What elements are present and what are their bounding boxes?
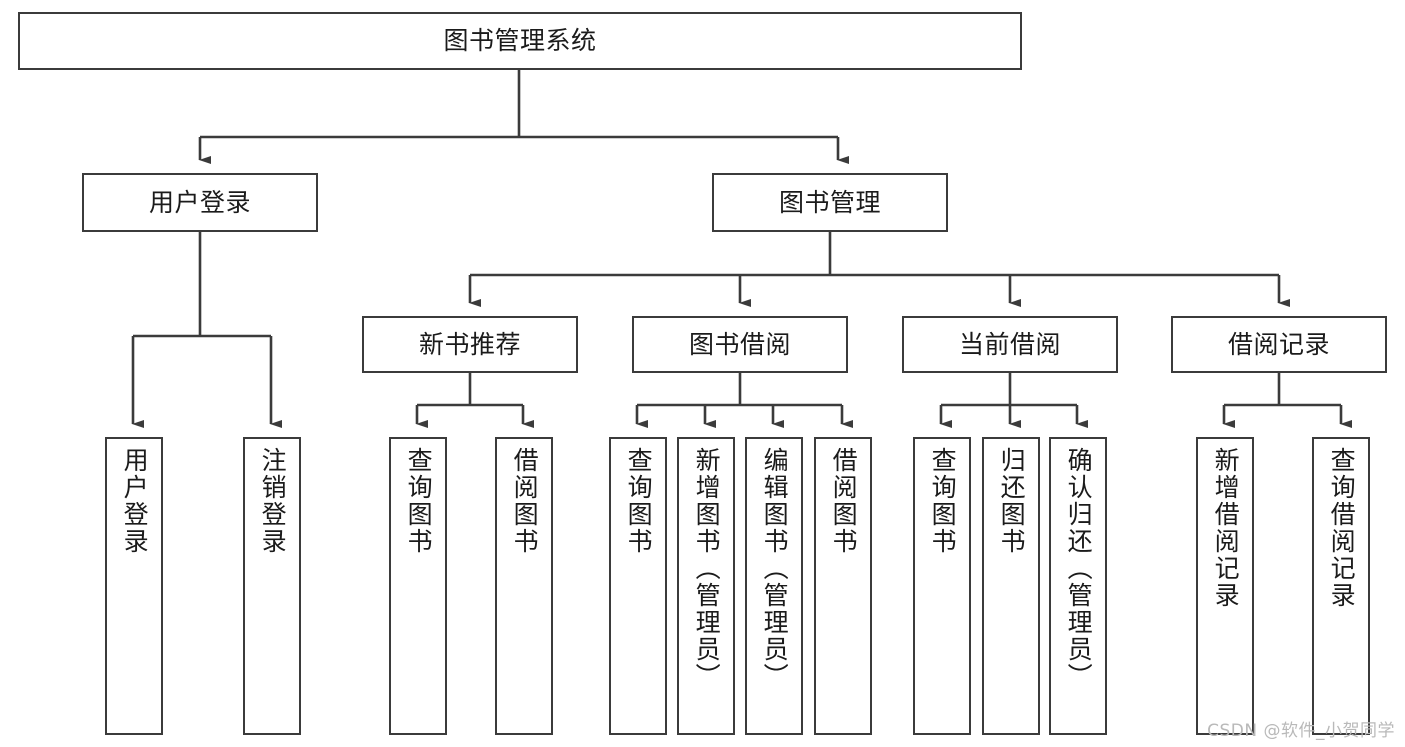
node-book-borrow[interactable]: 图书借阅	[632, 316, 848, 373]
leaf-current-confirm-return-label: 确认归还（管理员）	[1064, 447, 1094, 690]
node-new-book-recommend-label: 新书推荐	[418, 329, 521, 359]
leaf-borrow-edit-book[interactable]: 编辑图书（管理员）	[745, 437, 803, 735]
node-root[interactable]: 图书管理系统	[18, 12, 1022, 70]
leaf-user-login-login-label: 用户登录	[120, 447, 150, 555]
node-user-login-label: 用户登录	[148, 187, 251, 217]
node-current-borrow[interactable]: 当前借阅	[902, 316, 1118, 373]
node-borrow-record-label: 借阅记录	[1227, 329, 1330, 359]
node-book-borrow-label: 图书借阅	[688, 329, 791, 359]
node-borrow-record[interactable]: 借阅记录	[1171, 316, 1387, 373]
node-new-book-recommend[interactable]: 新书推荐	[362, 316, 578, 373]
leaf-record-query-label: 查询借阅记录	[1327, 447, 1357, 609]
node-book-management-label: 图书管理	[778, 187, 881, 217]
leaf-borrow-add-book[interactable]: 新增图书（管理员）	[677, 437, 735, 735]
leaf-record-query[interactable]: 查询借阅记录	[1312, 437, 1370, 735]
leaf-borrow-add-book-label: 新增图书（管理员）	[692, 447, 722, 690]
leaf-user-login-logout[interactable]: 注销登录	[243, 437, 301, 735]
leaf-new-book-query-label: 查询图书	[404, 447, 434, 555]
leaf-new-book-borrow[interactable]: 借阅图书	[495, 437, 553, 735]
leaf-new-book-borrow-label: 借阅图书	[510, 447, 540, 555]
leaf-current-return-book-label: 归还图书	[997, 447, 1027, 555]
leaf-borrow-query-book-label: 查询图书	[624, 447, 654, 555]
leaf-current-return-book[interactable]: 归还图书	[982, 437, 1040, 735]
node-user-login[interactable]: 用户登录	[82, 173, 318, 232]
leaf-borrow-query-book[interactable]: 查询图书	[609, 437, 667, 735]
node-root-label: 图书管理系统	[443, 26, 597, 56]
csdn-watermark: CSDN @软件_小贺同学	[1207, 721, 1395, 741]
leaf-borrow-edit-book-label: 编辑图书（管理员）	[760, 447, 790, 690]
leaf-borrow-borrow-book-label: 借阅图书	[829, 447, 859, 555]
leaf-current-query-book[interactable]: 查询图书	[913, 437, 971, 735]
leaf-current-confirm-return[interactable]: 确认归还（管理员）	[1049, 437, 1107, 735]
node-current-borrow-label: 当前借阅	[958, 329, 1061, 359]
leaf-record-add[interactable]: 新增借阅记录	[1196, 437, 1254, 735]
leaf-record-add-label: 新增借阅记录	[1211, 447, 1241, 609]
leaf-new-book-query[interactable]: 查询图书	[389, 437, 447, 735]
leaf-current-query-book-label: 查询图书	[928, 447, 958, 555]
leaf-user-login-login[interactable]: 用户登录	[105, 437, 163, 735]
node-book-management[interactable]: 图书管理	[712, 173, 948, 232]
leaf-user-login-logout-label: 注销登录	[258, 447, 288, 555]
leaf-borrow-borrow-book[interactable]: 借阅图书	[814, 437, 872, 735]
